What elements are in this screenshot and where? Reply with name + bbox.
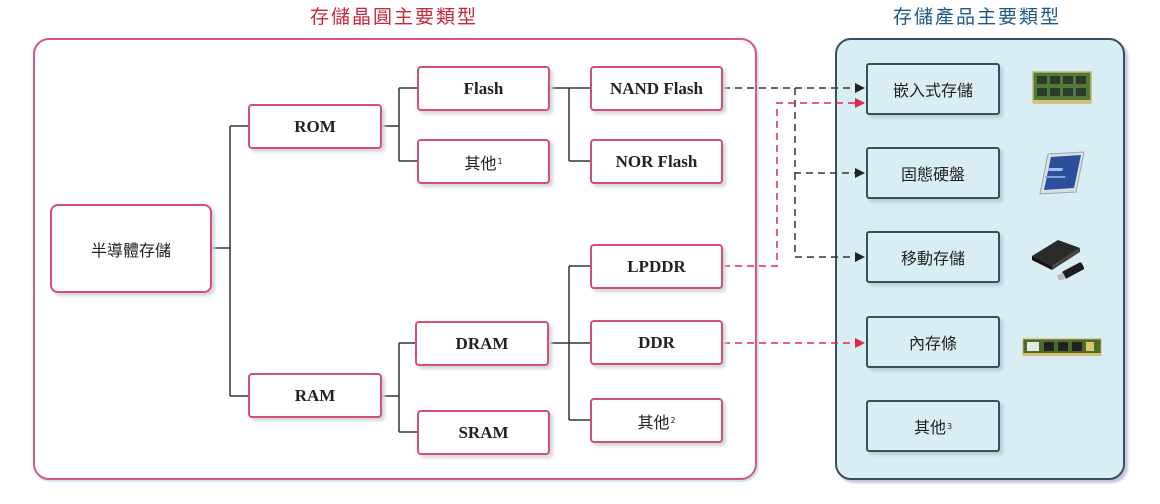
product-label: 其他	[913, 418, 946, 437]
product-label: 內存條	[908, 334, 957, 353]
node-label: 其他	[464, 153, 497, 173]
node-dram: DRAM	[415, 321, 549, 366]
node-ddr: DDR	[590, 320, 723, 365]
node-flash: Flash	[417, 66, 550, 111]
node-nand-flash: NAND Flash	[590, 66, 723, 111]
node-label: Flash	[463, 78, 504, 98]
memory-stick-icon	[1022, 338, 1102, 356]
node-label: 半導體存儲	[90, 240, 171, 260]
product-embedded-storage: 嵌入式存儲	[866, 63, 1000, 115]
node-sram: SRAM	[417, 410, 550, 455]
node-rom: ROM	[248, 104, 382, 149]
node-label: RAM	[294, 385, 336, 405]
product-label: 移動存儲	[900, 249, 965, 268]
node-ram: RAM	[248, 373, 382, 418]
footnote-marker: 3	[946, 421, 953, 431]
node-label: 其他	[637, 412, 670, 432]
node-label: DDR	[638, 332, 675, 352]
node-nor-flash: NOR Flash	[590, 139, 723, 184]
node-label: SRAM	[458, 422, 509, 442]
footnote-marker: 1	[497, 157, 503, 166]
node-semiconductor-storage: 半導體存儲	[50, 204, 212, 293]
node-label: ROM	[294, 116, 336, 136]
footnote-marker: 2	[670, 416, 676, 425]
ssd-icon	[1039, 151, 1085, 195]
node-label: LPDDR	[627, 256, 686, 276]
node-label: NOR Flash	[615, 151, 698, 171]
product-types-title: 存儲產品主要類型	[893, 6, 1062, 28]
node-label: NAND Flash	[609, 78, 704, 98]
product-portable-storage: 移動存儲	[866, 231, 1000, 283]
node-label: DRAM	[455, 333, 509, 353]
embedded-memory-board-icon	[1032, 71, 1092, 104]
product-ssd: 固態硬盤	[866, 147, 1000, 199]
product-label: 固態硬盤	[900, 165, 965, 184]
node-lpddr: LPDDR	[590, 244, 723, 289]
wafer-types-title: 存儲晶圓主要類型	[310, 6, 479, 28]
product-label: 嵌入式存儲	[892, 81, 973, 100]
product-memory-module: 內存條	[866, 316, 1000, 368]
portable-drive-icon	[1032, 240, 1085, 280]
